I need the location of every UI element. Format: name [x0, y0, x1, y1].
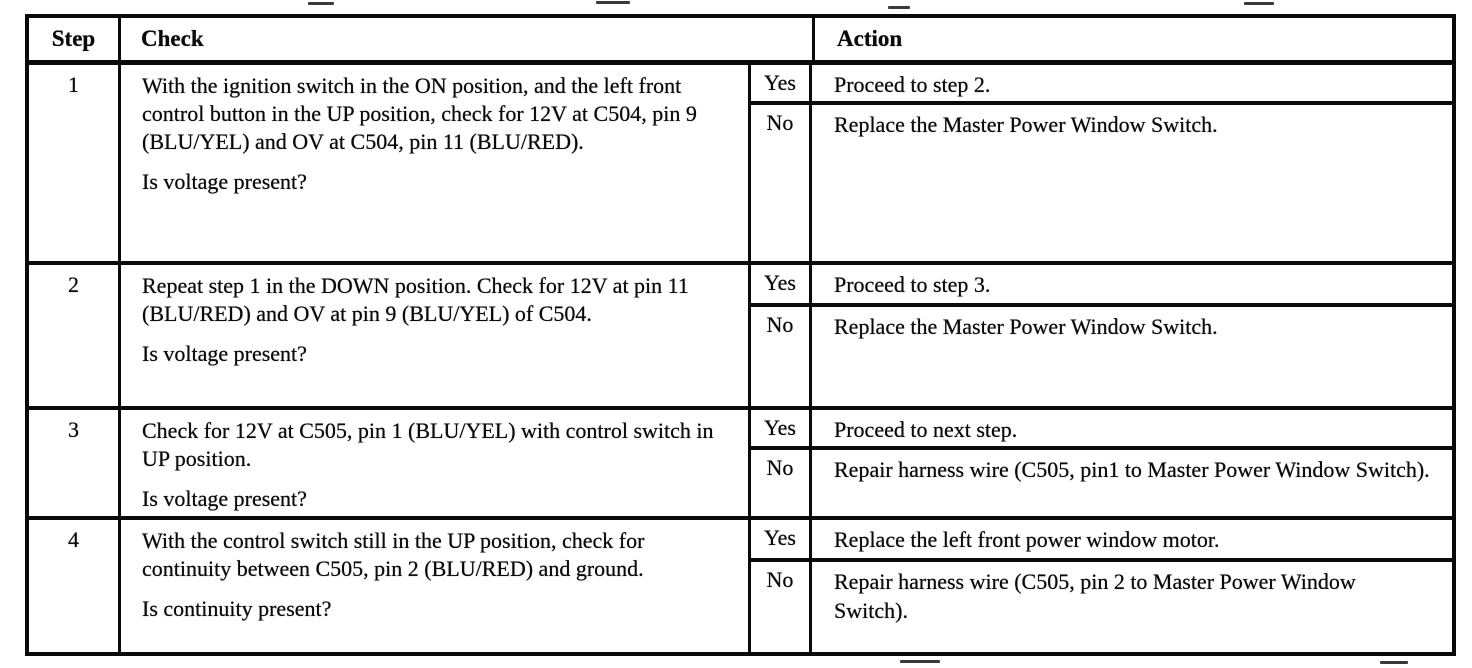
yes-label: Yes	[751, 65, 812, 101]
table-row-step-1: 1 With the ignition switch in the ON pos…	[29, 65, 1452, 261]
scan-artifact	[1380, 661, 1408, 664]
yes-subrow: Yes Replace the left front power window …	[751, 520, 1452, 562]
table-row-step-3: 3 Check for 12V at C505, pin 1 (BLU/YEL)…	[29, 406, 1452, 516]
table-row-step-4: 4 With the control switch still in the U…	[29, 516, 1452, 652]
branches: Yes Proceed to next step. No Repair harn…	[751, 410, 1452, 516]
yes-subrow: Yes Proceed to step 2.	[751, 65, 1452, 105]
check-text: Repeat step 1 in the DOWN position. Chec…	[142, 273, 689, 326]
yes-action-text: Replace the left front power window moto…	[834, 527, 1220, 552]
check-cell: With the ignition switch in the ON posit…	[121, 65, 751, 261]
check-text: With the control switch still in the UP …	[142, 528, 645, 581]
branches: Yes Proceed to step 2. No Replace the Ma…	[751, 65, 1452, 261]
step-number: 2	[29, 265, 121, 406]
yes-label: Yes	[751, 520, 812, 558]
header-check: Check	[121, 18, 815, 60]
branches: Yes Proceed to step 3. No Replace the Ma…	[751, 265, 1452, 406]
no-label: No	[751, 307, 812, 406]
check-cell: Repeat step 1 in the DOWN position. Chec…	[121, 265, 751, 406]
no-action-text: Replace the Master Power Window Switch.	[834, 112, 1218, 137]
no-subrow: No Replace the Master Power Window Switc…	[751, 105, 1452, 261]
check-text: Check for 12V at C505, pin 1 (BLU/YEL) w…	[142, 418, 714, 471]
check-cell: Check for 12V at C505, pin 1 (BLU/YEL) w…	[121, 410, 751, 516]
yes-action-text: Proceed to step 3.	[834, 272, 991, 297]
step-number: 4	[29, 520, 121, 652]
no-action-text: Repair harness wire (C505, pin1 to Maste…	[834, 457, 1430, 482]
header-action: Action	[837, 26, 903, 51]
step-number: 3	[29, 410, 121, 516]
yes-subrow: Yes Proceed to next step.	[751, 410, 1452, 450]
yes-subrow: Yes Proceed to step 3.	[751, 265, 1452, 307]
no-label: No	[751, 105, 812, 261]
yes-action-text: Proceed to next step.	[834, 417, 1018, 442]
check-text: With the ignition switch in the ON posit…	[142, 73, 697, 154]
no-subrow: No Repair harness wire (C505, pin 2 to M…	[751, 562, 1452, 652]
no-subrow: No Repair harness wire (C505, pin1 to Ma…	[751, 450, 1452, 516]
scan-artifact	[308, 2, 334, 5]
no-label: No	[751, 562, 812, 652]
troubleshooting-table: Step Check Action 1 With the ignition sw…	[25, 14, 1456, 656]
scan-artifact	[1244, 2, 1274, 5]
scan-artifact	[596, 1, 630, 4]
check-question: Is voltage present?	[142, 341, 307, 366]
check-question: Is voltage present?	[142, 486, 307, 511]
step-number: 1	[29, 65, 121, 261]
scan-artifact	[900, 660, 940, 663]
header-step: Step	[29, 18, 121, 60]
branches: Yes Replace the left front power window …	[751, 520, 1452, 652]
yes-label: Yes	[751, 410, 812, 446]
check-question: Is continuity present?	[142, 596, 332, 621]
table-header-row: Step Check Action	[29, 18, 1452, 65]
no-action-text: Replace the Master Power Window Switch.	[834, 314, 1218, 339]
no-subrow: No Replace the Master Power Window Switc…	[751, 307, 1452, 406]
no-label: No	[751, 450, 812, 516]
yes-label: Yes	[751, 265, 812, 303]
check-question: Is voltage present?	[142, 169, 307, 194]
check-cell: With the control switch still in the UP …	[121, 520, 751, 652]
no-action-text: Repair harness wire (C505, pin 2 to Mast…	[834, 569, 1356, 623]
table-row-step-2: 2 Repeat step 1 in the DOWN position. Ch…	[29, 261, 1452, 406]
scan-artifact	[888, 6, 910, 9]
yes-action-text: Proceed to step 2.	[834, 72, 991, 97]
